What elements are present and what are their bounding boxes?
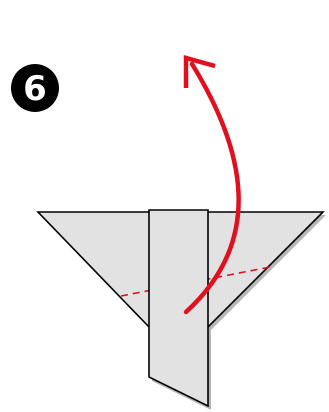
- fold-arrow: [183, 55, 241, 315]
- curved-arrow-icon: [183, 61, 241, 315]
- arrowhead-icon: [183, 55, 216, 88]
- step-number: 6: [23, 69, 47, 109]
- paper-strip: [148, 209, 209, 408]
- step-badge: 6: [11, 64, 59, 112]
- step-badge-circle: [11, 64, 59, 112]
